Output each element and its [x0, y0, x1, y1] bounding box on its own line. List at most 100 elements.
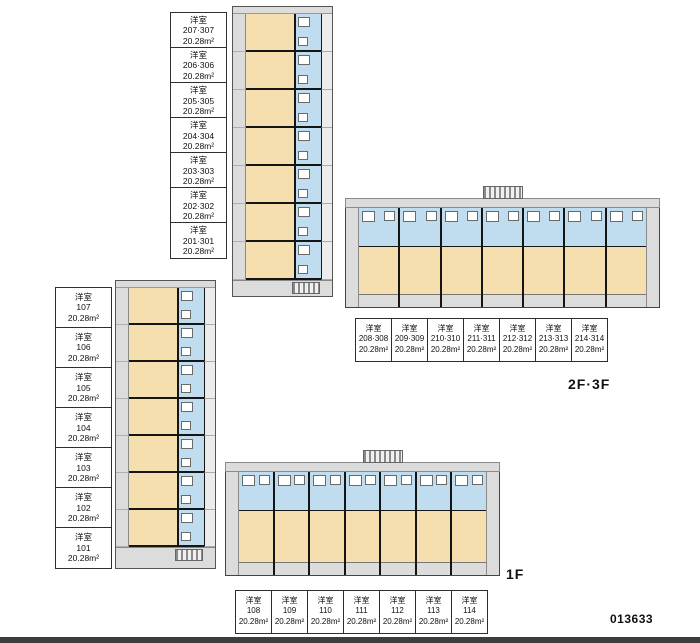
- room-label-box: 洋室 111 20.28m²: [343, 590, 380, 635]
- apartment-unit: [359, 208, 401, 307]
- balcony: [116, 362, 129, 399]
- living-room-area: [129, 362, 177, 399]
- apartment-unit: [233, 14, 332, 52]
- room-area: 20.28m²: [310, 616, 341, 626]
- entry-corridor-strip: [204, 399, 215, 436]
- room-number: 204·304: [182, 130, 215, 141]
- apartment-unit: [565, 208, 607, 307]
- bath-kitchen-area: [310, 472, 344, 511]
- room-number: 212·312: [502, 334, 533, 344]
- apartment-unit: [482, 208, 525, 307]
- entry-corridor-strip: [321, 242, 332, 280]
- living-room-area: [129, 473, 177, 510]
- unit-stack: [239, 472, 487, 575]
- apartment-unit: [116, 436, 215, 473]
- room-number: 214·314: [574, 334, 605, 344]
- room-type: 洋室: [189, 225, 207, 236]
- living-room-area: [246, 242, 294, 280]
- balcony: [233, 166, 246, 204]
- room-type: 洋室: [281, 596, 298, 605]
- room-label-row-1f: 洋室 108 20.28m² 洋室 109 20.28m² 洋室 110 20.…: [235, 590, 488, 635]
- room-type: 洋室: [581, 324, 598, 333]
- room-number: 114: [463, 606, 476, 616]
- room-number: 207·307: [182, 25, 215, 36]
- balcony: [274, 562, 309, 575]
- room-label-box: 洋室 103 20.28m²: [55, 447, 112, 489]
- room-area: 20.28m²: [418, 616, 449, 626]
- balcony: [565, 294, 605, 307]
- balcony: [239, 562, 273, 575]
- apartment-unit: [274, 472, 311, 575]
- corridor: [225, 462, 500, 472]
- room-type: 洋室: [189, 85, 207, 96]
- room-label-box: 洋室 212·312 20.28m²: [499, 318, 536, 363]
- room-type: 洋室: [189, 190, 207, 201]
- room-label-box: 洋室 207·307 20.28m²: [170, 12, 227, 49]
- living-room-area: [381, 511, 415, 562]
- entry-corridor-strip: [204, 473, 215, 510]
- room-type: 洋室: [461, 596, 478, 605]
- living-room-area: [246, 204, 294, 242]
- room-area: 20.28m²: [182, 211, 215, 222]
- entry-corridor-strip: [321, 14, 332, 52]
- balcony: [441, 294, 481, 307]
- balcony: [116, 473, 129, 510]
- living-room-area: [400, 247, 440, 294]
- room-label-column-2f3f: 洋室 207·307 20.28m² 洋室 206·306 20.28m² 洋室…: [170, 12, 227, 259]
- room-type: 洋室: [189, 15, 207, 25]
- room-label-box: 洋室 213·313 20.28m²: [535, 318, 572, 363]
- room-area: 20.28m²: [454, 616, 485, 626]
- room-number: 210·310: [430, 334, 461, 344]
- room-area: 20.28m²: [238, 616, 269, 626]
- room-area: 20.28m²: [67, 352, 100, 363]
- stair-landing: [233, 280, 332, 296]
- floor-label-1f: 1F: [506, 566, 525, 582]
- image-bottom-border: [0, 637, 700, 643]
- room-area: 20.28m²: [67, 312, 100, 323]
- bath-kitchen-area: [177, 399, 204, 436]
- balcony: [359, 294, 399, 307]
- room-number: 103: [76, 462, 91, 473]
- bath-kitchen-area: [239, 472, 273, 511]
- room-area: 20.28m²: [382, 616, 413, 626]
- bath-kitchen-area: [294, 166, 321, 204]
- room-number: 203·303: [182, 165, 215, 176]
- stairs: [483, 186, 523, 199]
- apartment-unit: [400, 208, 442, 307]
- bath-kitchen-area: [294, 90, 321, 128]
- room-type: 洋室: [473, 324, 490, 333]
- common-area-cap: [116, 281, 215, 288]
- room-label-box: 洋室 209·309 20.28m²: [391, 318, 428, 363]
- entry-corridor-strip: [204, 288, 215, 325]
- room-number: 211·311: [467, 334, 496, 344]
- room-label-column-1f: 洋室 107 20.28m² 洋室 106 20.28m² 洋室 105 20.…: [55, 287, 112, 569]
- room-number: 209·309: [394, 334, 425, 344]
- living-room-area: [482, 247, 523, 294]
- balcony: [233, 14, 246, 52]
- entry-corridor-strip: [321, 52, 332, 90]
- living-room-area: [274, 511, 309, 562]
- room-area: 20.28m²: [358, 344, 389, 354]
- stair-landing: [116, 547, 215, 568]
- common-area-cap: [646, 208, 659, 307]
- living-room-area: [129, 288, 177, 325]
- room-type: 洋室: [189, 120, 207, 131]
- balcony: [233, 52, 246, 90]
- living-room-area: [345, 511, 380, 562]
- common-area-cap: [346, 208, 359, 307]
- apartment-unit: [381, 472, 417, 575]
- bath-kitchen-area: [400, 208, 440, 247]
- room-number: 208·308: [358, 334, 389, 344]
- bath-kitchen-area: [274, 472, 309, 511]
- entry-corridor-strip: [204, 436, 215, 473]
- living-room-area: [129, 399, 177, 436]
- bath-kitchen-area: [524, 208, 564, 247]
- room-type: 洋室: [74, 452, 92, 463]
- living-room-area: [606, 247, 646, 294]
- room-label-box: 洋室 211·311 20.28m²: [463, 318, 500, 363]
- room-type: 洋室: [401, 324, 418, 333]
- bath-kitchen-area: [345, 472, 380, 511]
- apartment-unit: [233, 52, 332, 90]
- room-label-box: 洋室 203·303 20.28m²: [170, 152, 227, 189]
- balcony: [116, 436, 129, 473]
